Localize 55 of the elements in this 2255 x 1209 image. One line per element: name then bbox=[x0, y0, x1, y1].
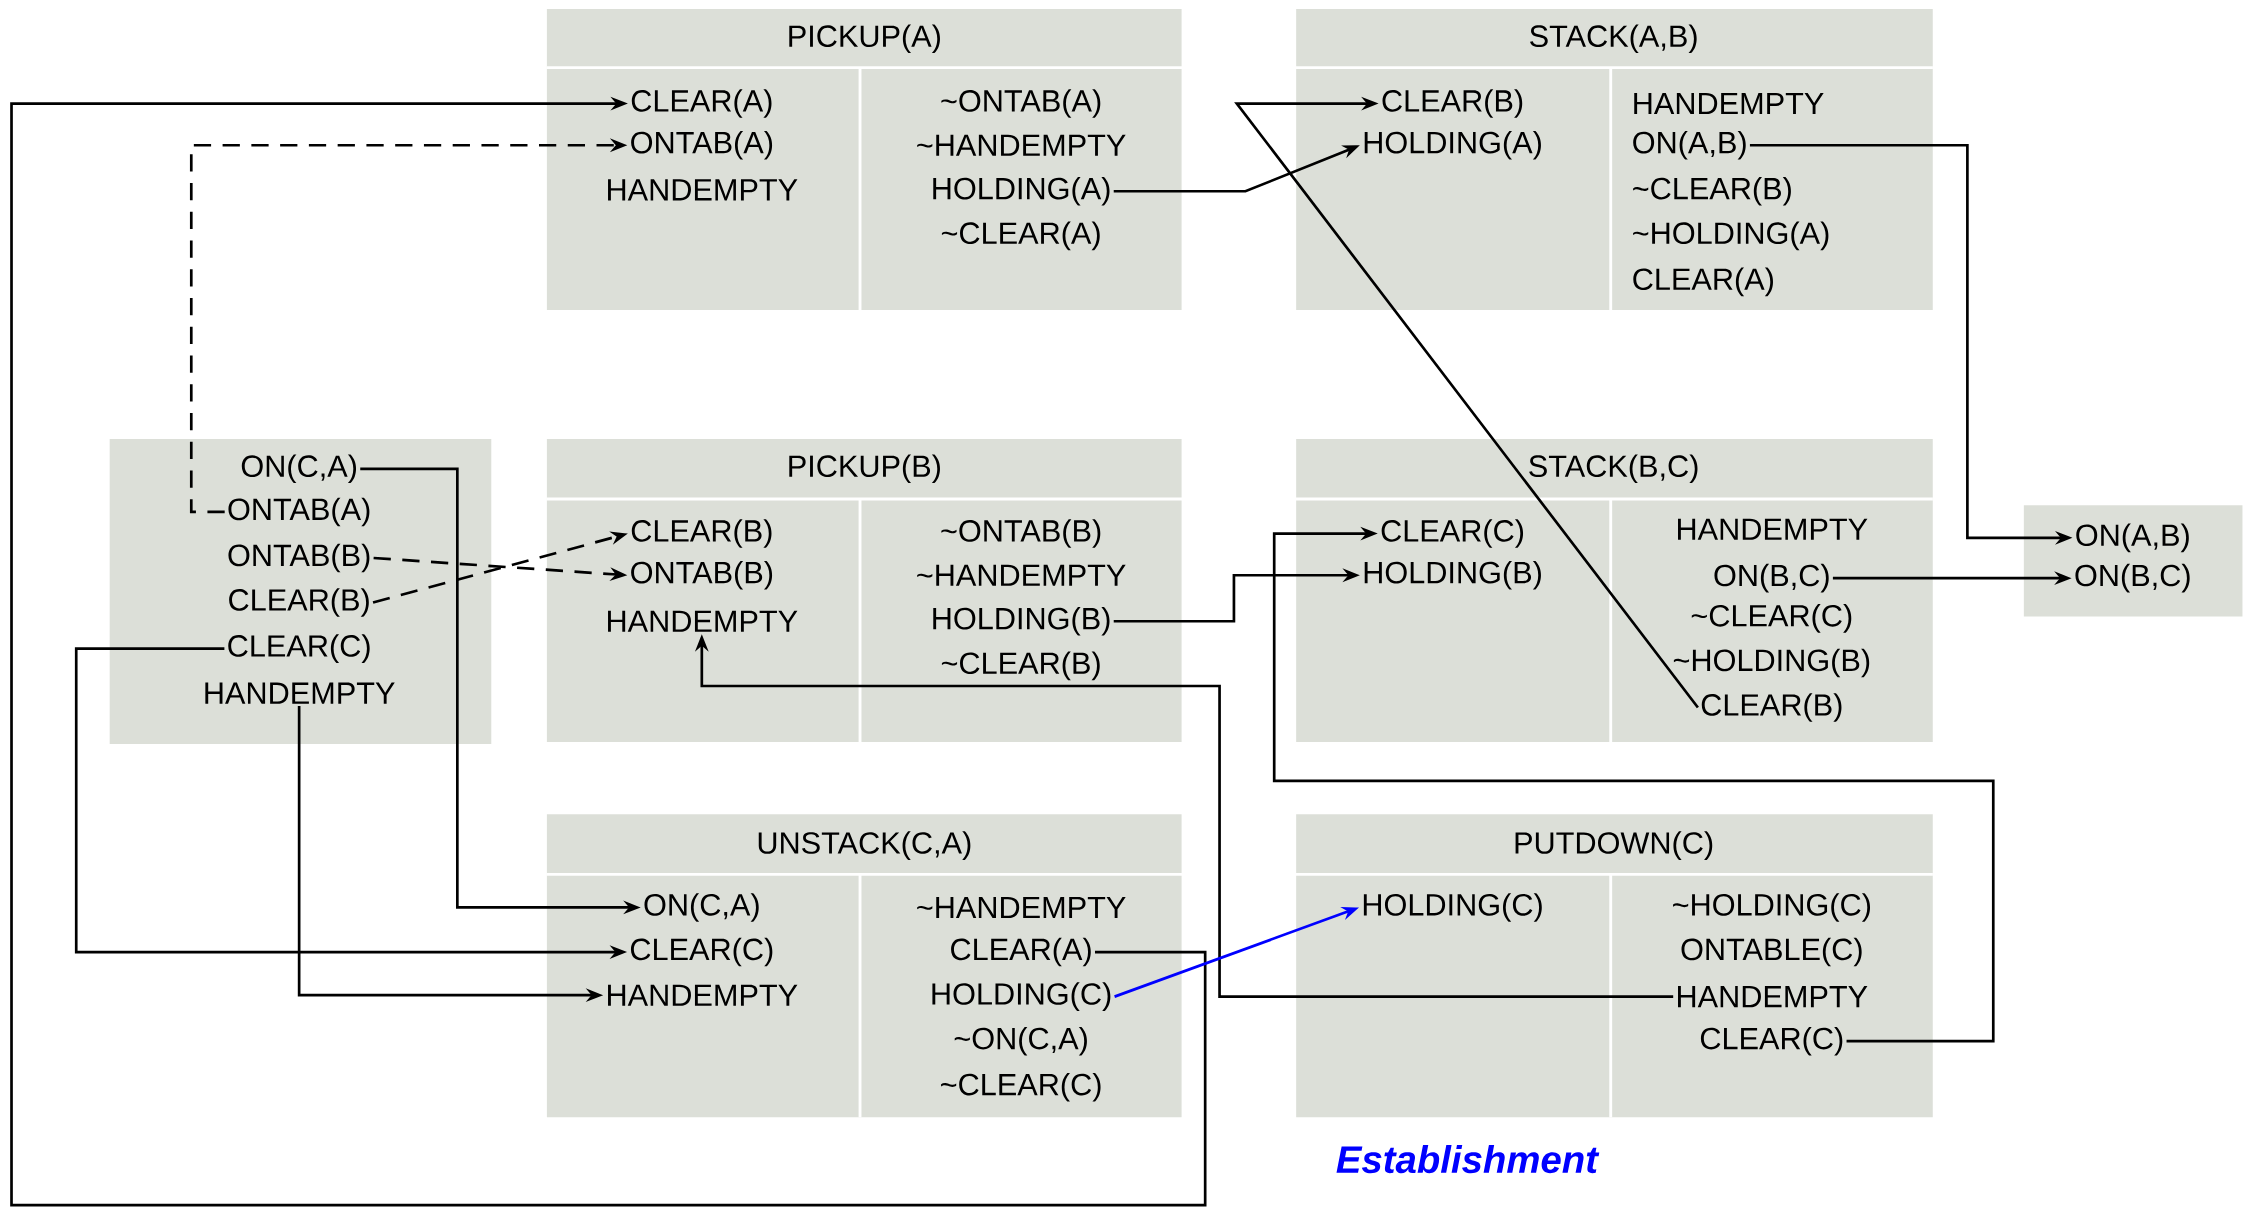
arrow bbox=[10, 96, 1207, 1207]
caption-text: Establishment bbox=[1336, 1144, 1600, 1173]
condition-text: ~HANDEMPTY bbox=[917, 896, 1126, 918]
condition-text: ~HOLDING(C) bbox=[1673, 892, 1870, 922]
condition-text: HANDEMPTY bbox=[608, 610, 798, 632]
condition-text: HANDEMPTY bbox=[1678, 985, 1868, 1007]
condition-text: ON(C,A) bbox=[241, 454, 356, 483]
condition-text: ~ON(C,A) bbox=[954, 1026, 1087, 1056]
state-box bbox=[2023, 504, 2243, 617]
condition-text: ON(C,A) bbox=[644, 892, 759, 922]
condition-text: CLEAR(B) bbox=[631, 519, 772, 548]
condition-text: ~CLEAR(B) bbox=[941, 651, 1100, 680]
condition-text: ~HANDEMPTY bbox=[917, 134, 1126, 156]
condition-text: ONTAB(A) bbox=[631, 130, 773, 160]
condition-text: HANDEMPTY bbox=[1634, 92, 1824, 114]
condition-text: ~HOLDING(A) bbox=[1633, 221, 1829, 250]
condition-text: ~ONTAB(A) bbox=[941, 89, 1101, 118]
condition-text: CLEAR(A) bbox=[951, 937, 1091, 967]
arrow bbox=[1272, 526, 1995, 1043]
condition-text: ONTABLE(C) bbox=[1681, 937, 1862, 967]
condition-text: ON(B,C) bbox=[1714, 563, 1829, 593]
condition-text: ON(A,B) bbox=[2076, 523, 2189, 552]
condition-text: CLEAR(C) bbox=[1700, 1026, 1843, 1056]
condition-text: CLEAR(B) bbox=[1382, 89, 1523, 118]
condition-text: HOLDING(C) bbox=[1363, 892, 1542, 922]
condition-text: ~CLEAR(C) bbox=[941, 1072, 1101, 1102]
condition-text: ON(B,C) bbox=[2075, 563, 2190, 593]
condition-text: ~HANDEMPTY bbox=[917, 564, 1126, 586]
condition-text: ~HOLDING(B) bbox=[1673, 648, 1870, 678]
condition-text: CLEAR(C) bbox=[1381, 519, 1524, 548]
condition-text: CLEAR(C) bbox=[630, 937, 773, 967]
condition-text: ONTAB(A) bbox=[228, 497, 370, 527]
condition-text: CLEAR(C) bbox=[228, 634, 370, 663]
condition-text: ~CLEAR(B) bbox=[1633, 176, 1791, 206]
condition-text: HOLDING(B) bbox=[1364, 560, 1541, 590]
condition-text: ON(A,B) bbox=[1633, 130, 1746, 160]
condition-text: HOLDING(A) bbox=[1364, 130, 1541, 160]
condition-text: HOLDING(A) bbox=[933, 176, 1110, 206]
condition-text: HANDEMPTY bbox=[1678, 518, 1868, 540]
condition-text: ~CLEAR(A) bbox=[941, 221, 1100, 250]
condition-text: CLEAR(A) bbox=[1633, 267, 1773, 296]
condition-text: HANDEMPTY bbox=[608, 984, 798, 1006]
condition-text: HANDEMPTY bbox=[205, 682, 395, 704]
condition-text: ~CLEAR(C) bbox=[1691, 603, 1852, 633]
arrow bbox=[1234, 96, 1699, 709]
condition-text: CLEAR(B) bbox=[229, 588, 369, 617]
condition-text: CLEAR(A) bbox=[631, 89, 772, 118]
condition-text: ONTAB(B) bbox=[228, 543, 370, 573]
condition-text: CLEAR(B) bbox=[1701, 693, 1842, 722]
condition-text: HOLDING(B) bbox=[933, 606, 1110, 636]
condition-text: ONTAB(B) bbox=[631, 560, 773, 590]
condition-text: HANDEMPTY bbox=[608, 179, 798, 201]
state-box bbox=[109, 438, 492, 744]
condition-text: ~ONTAB(B) bbox=[941, 519, 1101, 548]
condition-text: HOLDING(C) bbox=[932, 982, 1111, 1011]
